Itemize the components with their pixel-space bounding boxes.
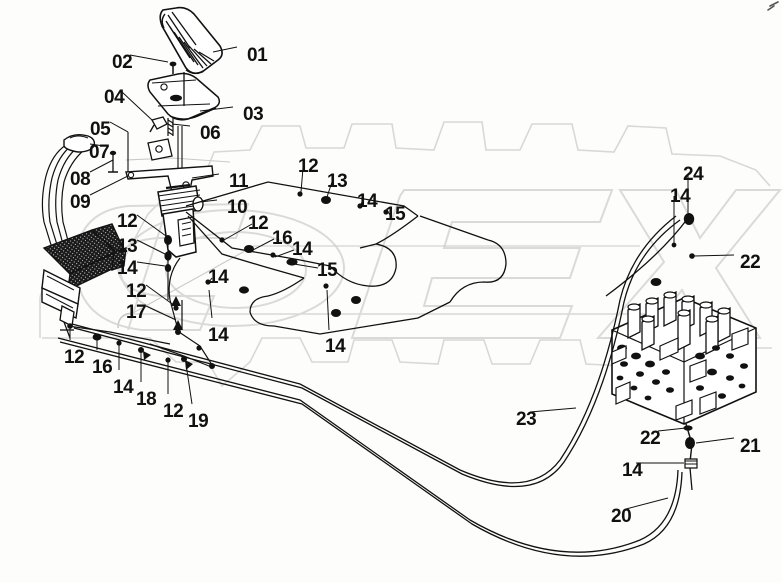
bolt-02 bbox=[169, 61, 177, 74]
callout-24[interactable]: 24 bbox=[683, 164, 704, 185]
callout-10[interactable]: 10 bbox=[227, 197, 248, 218]
callout-15-a[interactable]: 15 bbox=[385, 204, 406, 225]
linkage-assembly bbox=[125, 116, 214, 193]
callout-12-d[interactable]: 12 bbox=[248, 213, 269, 234]
callout-11[interactable]: 11 bbox=[229, 171, 249, 192]
callout-04[interactable]: 04 bbox=[104, 87, 125, 108]
callout-22-b[interactable]: 22 bbox=[640, 428, 661, 449]
callout-14-g[interactable]: 14 bbox=[113, 377, 134, 398]
pedal-valve-10 bbox=[157, 183, 204, 258]
callout-06[interactable]: 06 bbox=[200, 123, 221, 144]
callout-12-b[interactable]: 12 bbox=[117, 211, 138, 232]
callout-13-b[interactable]: 13 bbox=[117, 236, 138, 257]
travel-pedal-assembly-09 bbox=[41, 133, 127, 339]
callout-15-b[interactable]: 15 bbox=[317, 260, 338, 281]
callout-02[interactable]: 02 bbox=[112, 52, 133, 73]
callout-07[interactable]: 07 bbox=[89, 142, 110, 163]
callout-14-b[interactable]: 14 bbox=[117, 258, 138, 279]
callout-12-e[interactable]: 12 bbox=[64, 347, 85, 368]
hydraulic-hose-lines bbox=[57, 181, 693, 557]
callout-14-c[interactable]: 14 bbox=[292, 239, 313, 260]
callout-12-a[interactable]: 12 bbox=[298, 156, 319, 177]
pedal-pad-01 bbox=[159, 6, 223, 75]
callout-21[interactable]: 21 bbox=[740, 436, 761, 457]
callout-19[interactable]: 19 bbox=[188, 411, 209, 432]
callout-03[interactable]: 03 bbox=[243, 104, 264, 125]
chassis-outline bbox=[117, 157, 640, 329]
main-control-valve-block bbox=[611, 290, 757, 425]
callout-20[interactable]: 20 bbox=[611, 506, 632, 527]
callout-16-a[interactable]: 16 bbox=[272, 228, 293, 249]
callout-23[interactable]: 23 bbox=[516, 409, 537, 430]
fittings-and-orings bbox=[67, 191, 698, 469]
callout-17[interactable]: 17 bbox=[126, 302, 147, 323]
callout-09[interactable]: 09 bbox=[70, 192, 91, 213]
callout-14-f[interactable]: 14 bbox=[325, 336, 346, 357]
leader-lines bbox=[69, 46, 735, 510]
callout-12-c[interactable]: 12 bbox=[126, 281, 147, 302]
callout-05[interactable]: 05 bbox=[90, 119, 111, 140]
callout-14-i[interactable]: 14 bbox=[622, 460, 643, 481]
callout-14-a[interactable]: 14 bbox=[357, 191, 378, 212]
callout-08[interactable]: 08 bbox=[70, 169, 91, 190]
callout-14-h[interactable]: 14 bbox=[670, 186, 691, 207]
clamp-pin-08 bbox=[108, 150, 118, 173]
callout-18[interactable]: 18 bbox=[136, 389, 157, 410]
callout-12-f[interactable]: 12 bbox=[163, 401, 184, 422]
callout-14-d[interactable]: 14 bbox=[208, 267, 229, 288]
callout-14-e[interactable]: 14 bbox=[208, 325, 229, 346]
corner-mark bbox=[767, 1, 779, 11]
callout-22-a[interactable]: 22 bbox=[740, 252, 761, 273]
callout-16-b[interactable]: 16 bbox=[92, 357, 113, 378]
callout-13-a[interactable]: 13 bbox=[327, 171, 348, 192]
callout-01[interactable]: 01 bbox=[247, 45, 268, 66]
